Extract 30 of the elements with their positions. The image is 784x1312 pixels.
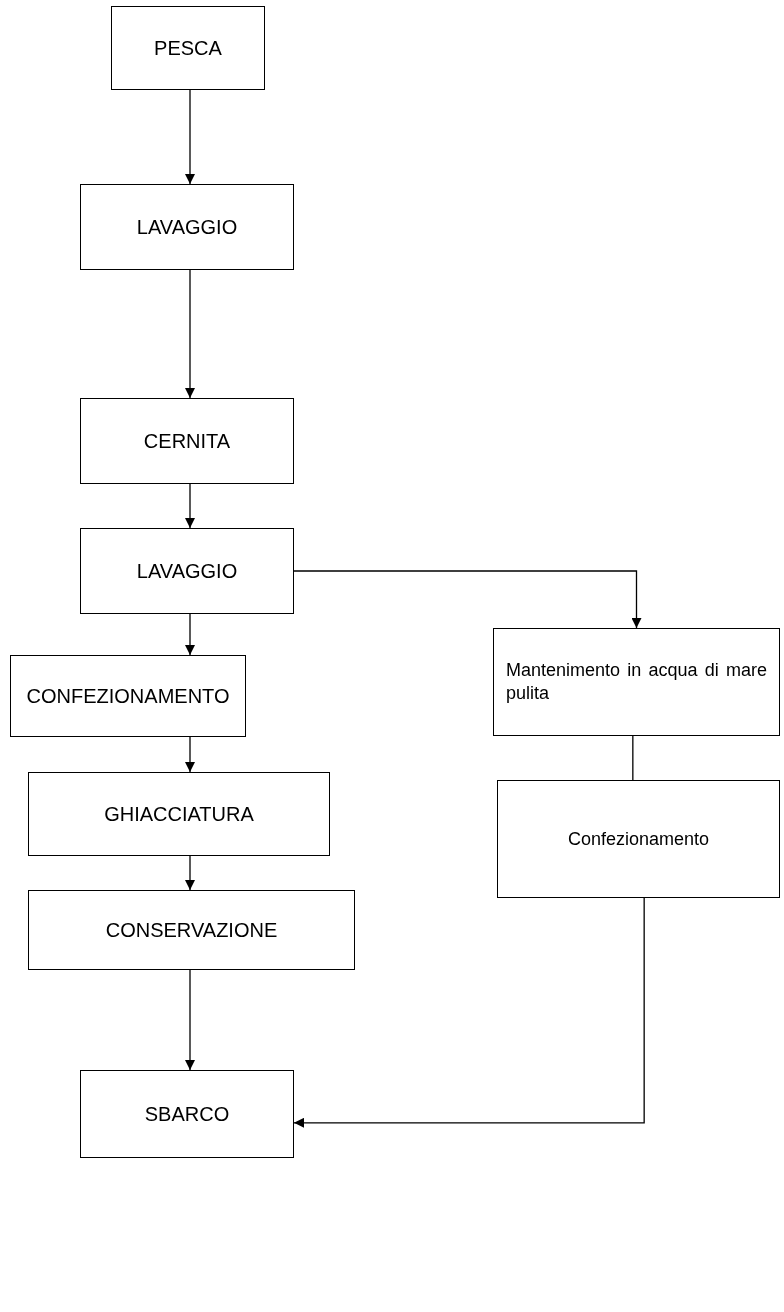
process-box xyxy=(497,780,780,898)
box-label: CONFEZIONAMENTO xyxy=(26,684,230,708)
box-label: LAVAGGIO xyxy=(136,559,238,583)
process-box xyxy=(80,1070,294,1158)
arrow xyxy=(185,89,195,185)
arrow xyxy=(185,269,195,399)
process-box xyxy=(80,528,294,614)
process-box xyxy=(80,398,294,484)
box-label: PESCA xyxy=(154,36,222,60)
arrow xyxy=(293,897,645,1128)
connector-line xyxy=(632,735,634,781)
box-label: Confezionamento xyxy=(567,828,710,850)
process-box xyxy=(493,628,780,736)
process-box xyxy=(10,655,246,737)
process-box xyxy=(80,184,294,270)
box-label: Mantenimento in acqua di mare pulita xyxy=(506,658,767,705)
arrow xyxy=(185,855,195,891)
process-box xyxy=(28,890,355,970)
arrow xyxy=(185,613,195,656)
process-box xyxy=(111,6,265,90)
box-label: CONSERVAZIONE xyxy=(105,918,278,942)
arrow xyxy=(185,969,195,1071)
process-box xyxy=(28,772,330,856)
box-label: CERNITA xyxy=(143,429,231,453)
box-label: LAVAGGIO xyxy=(136,215,238,239)
arrow xyxy=(293,570,642,629)
arrow xyxy=(185,483,195,529)
box-label: SBARCO xyxy=(144,1102,230,1126)
box-label: GHIACCIATURA xyxy=(104,802,254,826)
arrow xyxy=(185,736,195,773)
